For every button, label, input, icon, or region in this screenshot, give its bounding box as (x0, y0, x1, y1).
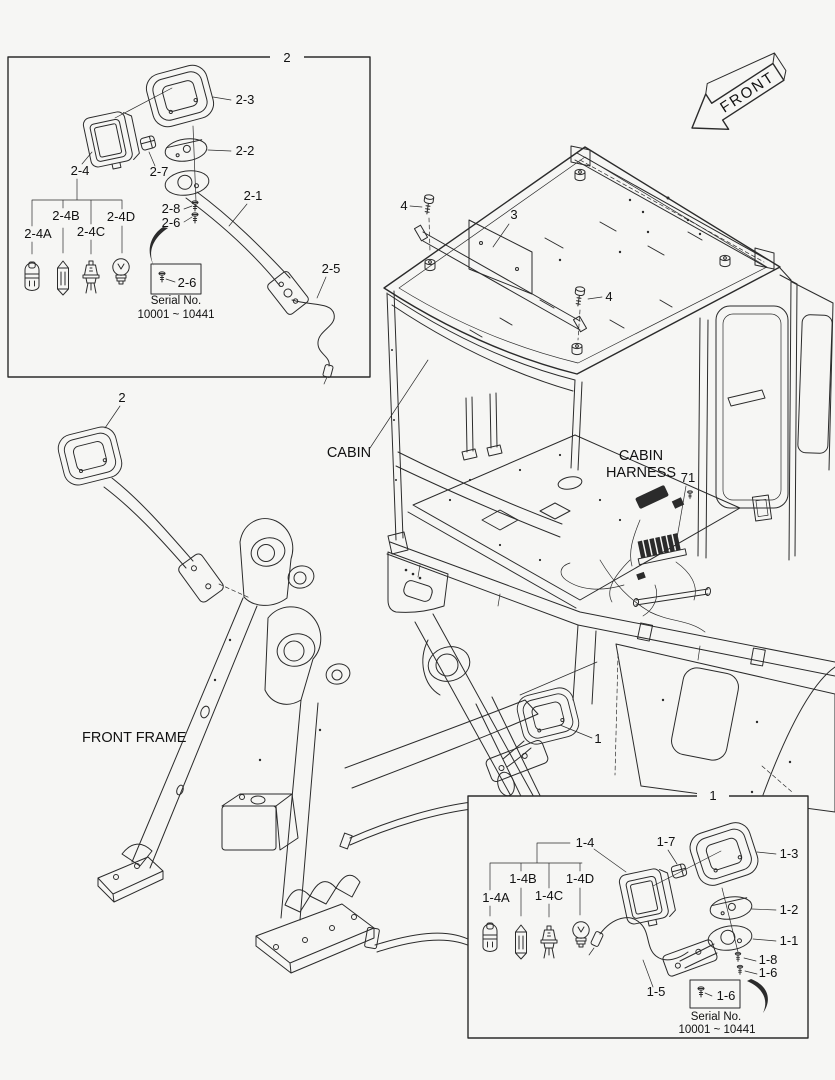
callout-2-4B: 2-4B (52, 208, 79, 223)
door-handle (727, 389, 766, 407)
callout-1-3: 1-3 (780, 846, 799, 861)
inset2-serial-title: Serial No. (151, 295, 202, 307)
callout-2-6: 2-6 (162, 215, 181, 230)
callout-4-right: 4 (605, 289, 612, 304)
callout-2-8: 2-8 (162, 201, 181, 216)
frame-mount-box (221, 793, 299, 851)
callout-2-assembled: 2 (118, 390, 125, 405)
callout-2-4: 2-4 (71, 163, 90, 178)
serial-screw-1-6-label: 1-6 (717, 988, 736, 1003)
callout-1-7: 1-7 (657, 834, 676, 849)
callout-1-4: 1-4 (576, 835, 595, 850)
door-frame (715, 305, 789, 509)
inset1-serial-range: 10001 ~ 10441 (678, 1024, 755, 1036)
callout-3: 3 (510, 207, 517, 222)
callout-1-5: 1-5 (647, 984, 666, 999)
door-hinge (751, 494, 773, 522)
roof-mount-cap (574, 168, 586, 182)
rear-lamp-bezel (513, 684, 583, 748)
cabin-roof-outline (383, 146, 781, 375)
roof-mount-cap (571, 342, 583, 356)
callout-2-4C: 2-4C (77, 224, 105, 239)
inset1-serial-box (689, 979, 741, 1009)
callout-2-7: 2-7 (150, 164, 169, 179)
inset1-border (467, 795, 809, 1039)
cabin-harness-label-line2: HARNESS (606, 465, 676, 481)
callout-1-8: 1-8 (759, 952, 778, 967)
part-3-plate (468, 219, 533, 295)
part-2-5-harness-wire (291, 299, 335, 367)
inset1-group-label: 1 (709, 788, 716, 803)
front-frame-label: FRONT FRAME (82, 730, 187, 746)
front-arrow-label: FRONT (717, 69, 778, 117)
callout-2-3: 2-3 (236, 92, 255, 107)
callout-1-4A: 1-4A (482, 890, 510, 905)
rear-door-pillars (697, 317, 709, 559)
callout-2-5: 2-5 (322, 261, 341, 276)
windshield-header-band (387, 293, 576, 392)
assembled-front-lamp (54, 405, 224, 603)
callout-1-6: 1-6 (759, 965, 778, 980)
inset-front-lamp-box: 2 2-3 2-2 2-1 2-4 (7, 50, 371, 385)
part-2-1-mount-plate (267, 271, 309, 315)
callout-2-1: 2-1 (244, 188, 263, 203)
rear-panel (615, 643, 835, 813)
quarter-window (797, 314, 833, 454)
callout-1-1: 1-1 (780, 933, 799, 948)
serial-screw-2-6-label: 2-6 (178, 275, 197, 290)
roof-bracket-rail (422, 231, 581, 331)
cabin-drawing (383, 145, 835, 813)
serial-swoosh (747, 979, 768, 1013)
cabin-label: CABIN (327, 445, 371, 461)
callout-1-4C: 1-4C (535, 888, 563, 903)
inset1-serial-title: Serial No. (691, 1011, 742, 1023)
cabin-floor (407, 434, 741, 609)
front-lamp-bezel (54, 423, 126, 489)
callout-4-left: 4 (400, 198, 407, 213)
callout-71: 71 (681, 470, 695, 485)
assembled-rear-lamp (485, 684, 593, 797)
callout-2-2: 2-2 (236, 143, 255, 158)
callout-1-4B: 1-4B (509, 871, 536, 886)
harness-screw-icon (687, 490, 693, 500)
rear-fender-arc (762, 666, 835, 796)
b-pillar (570, 379, 583, 471)
callout-2-4A: 2-4A (24, 226, 52, 241)
front-frame-drawing (97, 518, 475, 974)
part-1-5-harness-wire (599, 917, 689, 961)
inset2-group-label: 2 (283, 50, 290, 65)
machine-labels: CABIN CABIN HARNESS 71 FRONT FRAME 3 4 4… (82, 198, 695, 746)
part-1-1-mount-plate (662, 939, 718, 977)
cabin-harness-label-line1: CABIN (619, 448, 663, 464)
serial-swoosh (149, 227, 168, 266)
inset2-serial-range: 10001 ~ 10441 (137, 309, 214, 321)
roof-mount-cap (719, 254, 731, 268)
front-console (387, 551, 449, 613)
inset2-serial-box (150, 263, 202, 295)
front-direction-arrow: FRONT (691, 52, 787, 130)
roof-bolt-left-icon (421, 193, 435, 216)
callout-1-assembled: 1 (594, 731, 601, 746)
callout-1-4D: 1-4D (566, 871, 594, 886)
front-left-pillar (386, 290, 409, 555)
inset-rear-lamp-box: 1 1-4 1-7 1-3 1-2 (467, 788, 809, 1039)
cabin-harness-cluster (560, 485, 706, 633)
roof-bolt-right-icon (572, 285, 586, 308)
inset2-border (7, 56, 371, 378)
cabin-base-frame (386, 541, 835, 677)
callout-2-4D: 2-4D (107, 209, 135, 224)
callout-1-2: 1-2 (780, 902, 799, 917)
